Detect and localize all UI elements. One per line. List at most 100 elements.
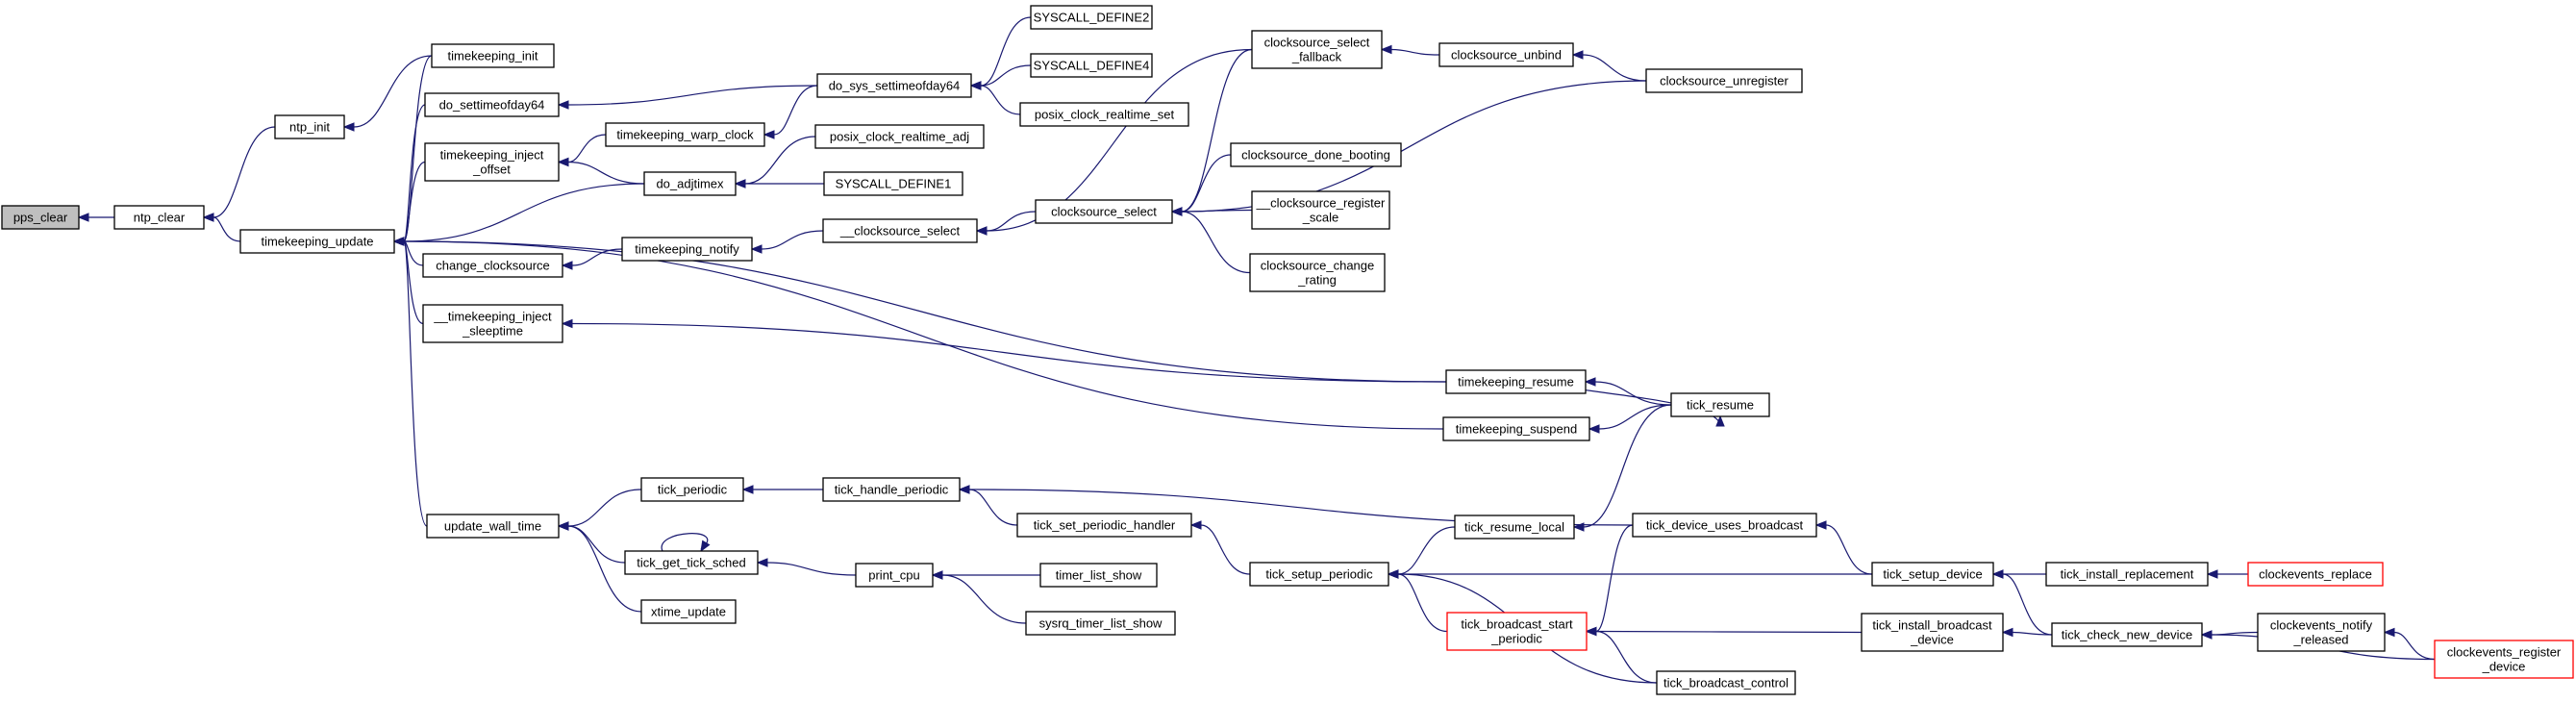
node-tick-device-uses-broadcast[interactable]: tick_device_uses_broadcast [1632, 513, 1817, 538]
edge-line [980, 85, 1021, 115]
arrow-head-icon [756, 558, 768, 567]
node-tick-install-broadcast-device[interactable]: tick_install_broadcast_device [1861, 613, 2004, 652]
node-box [1656, 670, 1796, 695]
call-edge-tick_setup_periodic-to-tick_set_periodic_handler [1189, 520, 1251, 575]
call-edge-timekeeping_init-to-ntp_init [342, 55, 433, 132]
node-SYSCALL-DEFINE2[interactable]: SYSCALL_DEFINE2 [1030, 5, 1153, 30]
node---clocksource-select[interactable]: __clocksource_select [822, 218, 978, 243]
edge-line [213, 126, 276, 218]
call-edge-timekeeping_update-to-ntp_clear [202, 213, 241, 242]
call-edge-clocksource_unbind-to-clocksource_select_fallback [1380, 44, 1440, 56]
node-do-adjtimex[interactable]: do_adjtimex [643, 171, 737, 196]
node-timekeeping-resume[interactable]: timekeeping_resume [1445, 369, 1587, 394]
node-timekeeping-init[interactable]: timekeeping_init [431, 43, 555, 68]
node---clocksource-register-scale[interactable]: __clocksource_register_scale [1251, 190, 1390, 230]
arrow-head-icon [741, 485, 754, 494]
node-label: clocksource_select [1051, 205, 1157, 219]
node-sysrq-timer-list-show[interactable]: sysrq_timer_list_show [1025, 611, 1176, 636]
node-tick-periodic[interactable]: tick_periodic [640, 477, 744, 502]
node-label: tick_periodic [658, 483, 728, 497]
node-timekeeping-suspend[interactable]: timekeeping_suspend [1442, 416, 1590, 441]
node-clocksource-select[interactable]: clocksource_select [1035, 199, 1173, 224]
node-label: _offset [472, 163, 511, 177]
call-edge-ntp_init-to-ntp_clear [202, 126, 276, 222]
edge-line [1181, 154, 1232, 213]
node-print-cpu[interactable]: print_cpu [855, 563, 934, 588]
edge-line [1825, 524, 1873, 575]
node-clocksource-change-rating[interactable]: clocksource_change_rating [1249, 253, 1386, 292]
node-tick-resume-local[interactable]: tick_resume_local [1454, 515, 1575, 540]
node-timekeeping-inject-offset[interactable]: timekeeping_inject_offset [424, 142, 560, 182]
node-tick-install-replacement[interactable]: tick_install_replacement [2045, 562, 2209, 587]
node-pps-clear[interactable]: pps_clear [1, 205, 80, 230]
node-timekeeping-update[interactable]: timekeeping_update [239, 229, 395, 254]
node-timekeeping-notify[interactable]: timekeeping_notify [621, 237, 753, 262]
node-tick-broadcast-control[interactable]: tick_broadcast_control [1656, 670, 1796, 695]
arrow-head-icon [1170, 207, 1183, 216]
node-ntp-init[interactable]: ntp_init [274, 114, 345, 139]
arrow-head-icon [1584, 377, 1596, 387]
arrow-head-icon [1189, 520, 1202, 530]
node-tick-get-tick-sched[interactable]: tick_get_tick_sched [624, 550, 759, 575]
node-clocksource-unbind[interactable]: clocksource_unbind [1438, 42, 1574, 67]
call-edge-tick_broadcast_start_periodic-to-tick_setup_periodic [1387, 569, 1448, 633]
node-box [1645, 68, 1803, 93]
node-box [426, 514, 560, 539]
arrow-head-icon [557, 100, 569, 110]
node-tick-set-periodic-handler[interactable]: tick_set_periodic_handler [1016, 513, 1192, 538]
node-do-settimeofday64[interactable]: do_settimeofday64 [424, 92, 560, 117]
node-tick-setup-device[interactable]: tick_setup_device [1871, 562, 1994, 587]
node-clocksource-select-fallback[interactable]: clocksource_select_fallback [1251, 30, 1383, 69]
edge-line [980, 16, 1032, 87]
node-label: _sleeptime [462, 324, 523, 339]
edge-line [403, 240, 1447, 383]
node-box [113, 205, 205, 230]
node-update-wall-time[interactable]: update_wall_time [426, 514, 560, 539]
edge-line [1397, 526, 1456, 575]
node-label: tick_device_uses_broadcast [1646, 518, 1804, 533]
node-ntp-clear[interactable]: ntp_clear [113, 205, 205, 230]
node-xtime-update[interactable]: xtime_update [640, 599, 737, 624]
node-do-sys-settimeofday64[interactable]: do_sys_settimeofday64 [816, 73, 972, 98]
node-tick-check-new-device[interactable]: tick_check_new_device [2051, 622, 2203, 647]
node-clocksource-unregister[interactable]: clocksource_unregister [1645, 68, 1803, 93]
call-edge-tick_resume-to-timekeeping_suspend [1588, 404, 1672, 434]
node-posix-clock-realtime-adj[interactable]: posix_clock_realtime_adj [814, 124, 985, 149]
node-label: tick_setup_periodic [1265, 567, 1373, 582]
node---timekeeping-inject-sleeptime[interactable]: __timekeeping_inject_sleeptime [422, 304, 563, 343]
node-box [1035, 199, 1173, 224]
node-clockevents-register-device[interactable]: clockevents_register_device [2434, 640, 2574, 679]
node-tick-handle-periodic[interactable]: tick_handle_periodic [822, 477, 961, 502]
node-SYSCALL-DEFINE1[interactable]: SYSCALL_DEFINE1 [823, 171, 963, 196]
node-clocksource-done-booting[interactable]: clocksource_done_booting [1230, 142, 1402, 167]
edge-line [213, 216, 241, 242]
node-tick-setup-periodic[interactable]: tick_setup_periodic [1249, 562, 1389, 587]
node-label: timekeeping_resume [1458, 375, 1574, 389]
node-clockevents-notify-released[interactable]: clockevents_notify_released [2257, 613, 2386, 652]
node-timer-list-show[interactable]: timer_list_show [1039, 563, 1158, 588]
arrow-head-icon [1572, 522, 1585, 532]
arrow-head-icon [1571, 50, 1584, 60]
node-box [1446, 612, 1588, 651]
arrow-head-icon [969, 81, 982, 90]
node-SYSCALL-DEFINE4[interactable]: SYSCALL_DEFINE4 [1030, 53, 1153, 78]
edge-line [1595, 524, 1634, 633]
node-label: clocksource_done_booting [1241, 148, 1390, 163]
edge-line [403, 240, 424, 325]
node-tick-resume[interactable]: tick_resume [1670, 392, 1770, 417]
node-change-clocksource[interactable]: change_clocksource [422, 253, 563, 278]
node-label: clockevents_notify [2270, 618, 2373, 633]
arrow-head-icon [931, 570, 943, 580]
call-edge-clocksource_unregister-to-clocksource_unbind [1571, 50, 1647, 82]
node-tick-broadcast-start-periodic[interactable]: tick_broadcast_start_periodic [1446, 612, 1588, 651]
call-edge-timekeeping_resume-to-__timekeeping_inject_sleeptime [561, 318, 1447, 383]
edge-line [1181, 48, 1253, 213]
node-label: do_settimeofday64 [439, 98, 545, 113]
node-timekeeping-warp-clock[interactable]: timekeeping_warp_clock [605, 122, 765, 147]
arrow-head-icon [734, 179, 746, 188]
node-posix-clock-realtime-set[interactable]: posix_clock_realtime_set [1019, 102, 1189, 127]
node-box [640, 477, 744, 502]
arrow-head-icon [2001, 627, 2013, 638]
arrow-head-icon [1814, 520, 1827, 530]
node-clockevents-replace[interactable]: clockevents_replace [2247, 562, 2384, 587]
